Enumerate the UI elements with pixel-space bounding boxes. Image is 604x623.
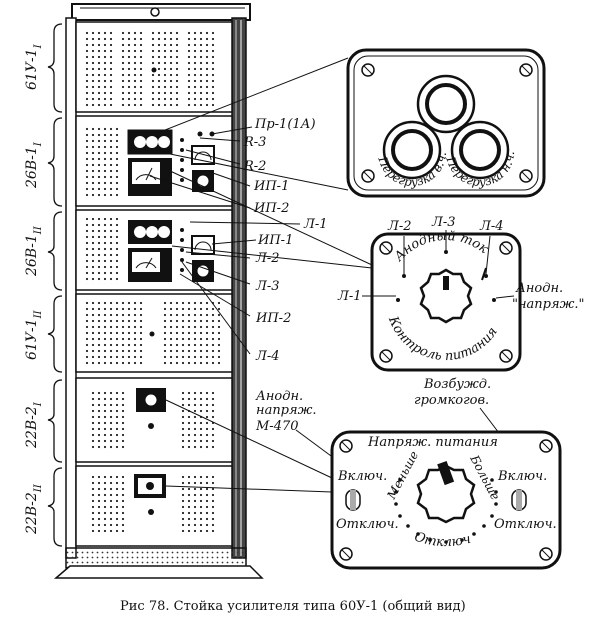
- label-vklyuch-left: Включ.: [337, 469, 387, 484]
- callout-r3: R-3: [243, 135, 266, 150]
- callout-vozb-1: Возбужд.: [423, 377, 491, 392]
- rack-unit-3: [75, 209, 233, 291]
- callout-anod-2: напряж.: [256, 403, 317, 418]
- callout-l3-left: Л-3: [255, 279, 280, 294]
- rack-unit-6: [75, 465, 233, 547]
- overload-panel: Перегрузка в.ч. Перегрузка н.ч.: [346, 48, 546, 198]
- supply-knob: [416, 461, 476, 524]
- unit-braces: [47, 23, 63, 547]
- callout-r2: R-2: [243, 159, 266, 174]
- rack-unit-5: [75, 377, 233, 463]
- callout-vozb-2: громкогов.: [414, 393, 489, 408]
- selector-knob: [419, 268, 473, 324]
- label-anodn-right-1: Анодн.: [515, 281, 563, 296]
- panel-screws: [361, 63, 533, 183]
- rack: [53, 3, 264, 579]
- label-l2: Л-2: [387, 219, 412, 234]
- rack-unit-2: [75, 115, 233, 207]
- callout-labels: Пр-1(1А) R-3 R-2 ИП-1 ИП-2 Л-1 ИП-1 Л-2 …: [243, 117, 491, 434]
- label-l1: Л-1: [337, 289, 362, 304]
- callout-anod-3: М-470: [255, 419, 299, 434]
- overload-lamp-hf: [382, 120, 442, 180]
- callout-ip2-lower: ИП-2: [255, 311, 291, 326]
- figure-caption: Рис 78. Стойка усилителя типа 60У-1 (общ…: [120, 599, 466, 614]
- overload-lamp-lf: [450, 120, 510, 180]
- callout-l4-left: Л-4: [255, 349, 280, 364]
- label-otklyuch-bottom: Отключ: [412, 529, 472, 550]
- callout-pr1: Пр-1(1А): [254, 117, 316, 132]
- label-otklyuch-right: Отключ.: [494, 517, 557, 532]
- callout-ip1-upper: ИП-1: [253, 179, 289, 194]
- supply-panel: Напряж. питания Меньше Больше Включ. Вкл…: [330, 430, 562, 570]
- label-l3: Л-3: [431, 215, 456, 230]
- callout-ip1-lower: ИП-1: [257, 233, 293, 248]
- unit-label-2: 26В-1I: [24, 141, 44, 189]
- label-vklyuch-right: Включ.: [497, 469, 547, 484]
- callout-ip2-upper: ИП-2: [253, 201, 289, 216]
- control-panel: Л-2 Л-3 Л-4 Л-1 Анодный ток Контроль пит…: [337, 215, 584, 372]
- callout-anod-1: Анодн.: [255, 389, 303, 404]
- leader-lines: [149, 57, 519, 493]
- overload-lamp-top: [416, 74, 476, 134]
- unit-labels: 61У-1I 26В-1I 26В-1II 61У-1II 22В-2I 22В…: [24, 43, 44, 535]
- label-anodn-right-2: "напряж.": [512, 297, 584, 312]
- label-l4: Л-4: [479, 219, 504, 234]
- callout-l2-left: Л-2: [255, 251, 280, 266]
- unit-label-3: 26В-1II: [24, 225, 44, 277]
- callout-l1-upper: Л-1: [303, 217, 328, 232]
- rack-unit-1: [75, 21, 233, 113]
- supply-scale-dots: [394, 478, 498, 544]
- label-napryazh-pitaniya: Напряж. питания: [367, 435, 498, 450]
- unit-label-4: 61У-1II: [24, 309, 44, 360]
- label-otklyuch-left: Отключ.: [336, 517, 399, 532]
- unit-label-1: 61У-1I: [24, 43, 44, 90]
- unit-label-5: 22В-2I: [24, 401, 44, 449]
- unit-label-6: 22В-2II: [24, 483, 44, 535]
- rack-unit-4: [75, 293, 233, 373]
